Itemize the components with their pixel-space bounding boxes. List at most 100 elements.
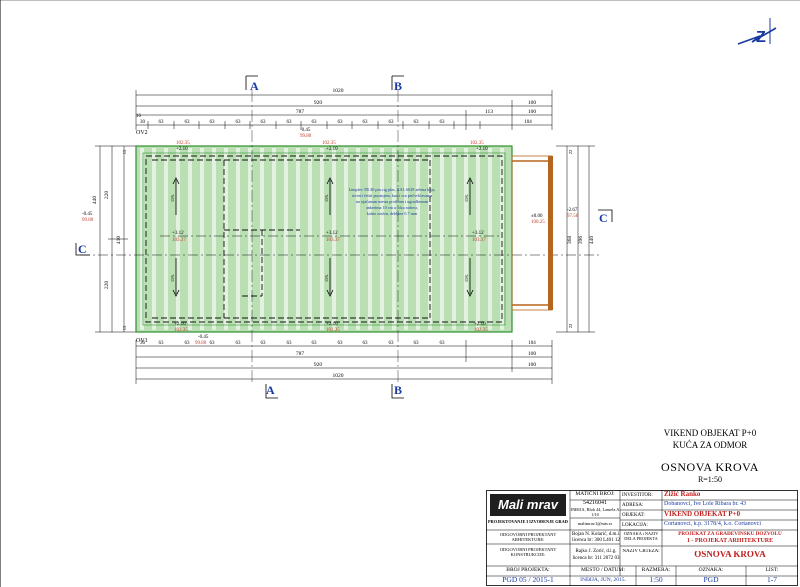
slope-label-1: 15% bbox=[170, 194, 175, 202]
lvl-bot-right-red: 102.35 bbox=[474, 328, 488, 333]
dim-bot-small-13: 104 bbox=[528, 341, 536, 346]
dim-right-c: 368 bbox=[567, 236, 573, 245]
lvl-ov2: -0.45 bbox=[300, 128, 311, 133]
dim-top-small-8: 63 bbox=[338, 120, 344, 125]
slope-label-6: 15% bbox=[464, 274, 469, 282]
section-cut-lines bbox=[251, 90, 399, 384]
dim-bot-small-10: 63 bbox=[389, 341, 395, 346]
canopy-beam bbox=[548, 156, 553, 310]
dim-bot-small-12: 63 bbox=[440, 341, 446, 346]
slope-label-4: 15% bbox=[324, 274, 329, 282]
dimension-top bbox=[135, 90, 553, 130]
dim-bot-total: 1020 bbox=[333, 373, 344, 379]
dim-bot-small-4: 63 bbox=[236, 341, 242, 346]
dim-bot-ext: 100 bbox=[528, 362, 537, 368]
lvl-left-red: 99.80 bbox=[82, 218, 94, 223]
arch-licence: licenca br: 300 L401 12 bbox=[572, 538, 620, 543]
dim-top-ext: 100 bbox=[528, 100, 537, 106]
dim-right-b: 396 bbox=[578, 236, 584, 245]
dimension-top-ticks bbox=[147, 121, 481, 129]
dim-top-small-9: 63 bbox=[363, 120, 369, 125]
project-name: VIKEND OBJEKAT P+0 bbox=[663, 428, 757, 438]
lvl-top-right: +2.10 bbox=[476, 147, 488, 152]
mb-label: MATIČNI BROJ: bbox=[575, 491, 615, 497]
note-line-4: kalno zaslon, debljine 0.7 mm bbox=[367, 211, 418, 217]
lvl-bot-mid-red: 102.35 bbox=[326, 328, 340, 333]
slope-labels: 15% 15% 15% 15% 15% 15% bbox=[170, 194, 469, 282]
lvl-top-left-red: 102.35 bbox=[176, 141, 190, 146]
mesto-label: MESTO / DATUM: bbox=[581, 567, 625, 573]
lokacija-value: Čortanovci, k.p. 3178/4, k.o. Čortanovci bbox=[664, 521, 761, 527]
dim-bot-sub2: 100 bbox=[528, 351, 537, 357]
title-block-grid bbox=[486, 490, 798, 586]
lvl-mid-left: +3.12 bbox=[172, 231, 184, 236]
dim-top-total: 1020 bbox=[333, 88, 344, 94]
dim-top-small-12: 63 bbox=[440, 120, 446, 125]
adresa-value: Dobanovci, Ive Lole Ribara br. 43 bbox=[664, 501, 747, 507]
objekat-label: OBJEKAT: bbox=[622, 513, 645, 518]
dim-top-sub2: 113 bbox=[485, 109, 493, 115]
dim-bot-small-6: 63 bbox=[287, 341, 293, 346]
label-ov2: OV2 bbox=[136, 130, 148, 136]
dim-bot-small-7: 63 bbox=[312, 341, 318, 346]
firm-logo: Mali mrav bbox=[490, 494, 566, 516]
lvl-left: -0.45 bbox=[82, 212, 93, 217]
mb-value: 54216041 bbox=[583, 500, 607, 506]
lvl-mid-right-red: 103.37 bbox=[472, 238, 486, 243]
dimension-left bbox=[95, 145, 136, 333]
dim-bot-small-8: 63 bbox=[338, 341, 344, 346]
section-c-left: C bbox=[78, 242, 87, 256]
dim-left-b: 410 bbox=[116, 236, 122, 245]
note-line-3: ankerima 10 cm u toku radova, bbox=[366, 205, 418, 211]
dim-bot-small-3: 63 bbox=[210, 341, 216, 346]
dim-right-top: 22 bbox=[568, 150, 573, 155]
slope-label-2: 15% bbox=[170, 274, 175, 282]
drawing-title: OSNOVA KROVA bbox=[661, 460, 759, 474]
oznaka2-label: OZNAKA: bbox=[698, 567, 724, 573]
slope-label-3: 15% bbox=[324, 194, 329, 202]
firm-sub: PROJEKTOVANJE I IZVOĐENJE GRAĐEVINSKIH O… bbox=[488, 519, 568, 524]
dim-bot-small-1: 63 bbox=[159, 341, 165, 346]
konst-licence: licenca br: 311 2072 03 bbox=[572, 556, 620, 561]
lvl-top-mid: +2.10 bbox=[326, 147, 338, 152]
dim-bot-sub: 787 bbox=[296, 351, 305, 357]
section-markers bbox=[75, 75, 613, 399]
dim-right-a: 440 bbox=[589, 236, 595, 245]
dim-top-sub: 787 bbox=[296, 109, 305, 115]
oznaka-label: OZNAKA i NAZIV DELA PROJEKTA bbox=[623, 531, 659, 541]
konst-value: Rajko J. Zorić, d.i.g. bbox=[575, 549, 617, 554]
naziv-value: OSNOVA KROVA bbox=[694, 551, 766, 558]
dim-bot-small-9: 63 bbox=[363, 341, 369, 346]
oznaka-value-2: 1 - PROJEKAT ARHITEKTURE bbox=[686, 538, 774, 544]
lvl-ov1: -0.45 bbox=[198, 335, 209, 340]
lvl-top-right-red: 102.35 bbox=[470, 141, 484, 146]
lvl-right2-red: 97.58 bbox=[567, 214, 579, 219]
note-line-0: Limplex TR 40 pin.cig plas, RAL 6029 zel… bbox=[349, 187, 436, 193]
note-line-1: izvesti četiri pucanjem, kao i sva pričv… bbox=[352, 193, 432, 199]
razmera-label: RAZMERA: bbox=[641, 567, 671, 573]
section-a-top: A bbox=[250, 79, 259, 93]
slope-arrows bbox=[172, 177, 474, 297]
broj-value: PGD 05 / 2015-1 bbox=[502, 576, 554, 583]
label-ov1: OV1 bbox=[136, 338, 148, 344]
title-block: Mali mrav PROJEKTOVANJE I IZVOĐENJE GRAĐ… bbox=[486, 490, 798, 586]
lvl-bot-right: +2.10 bbox=[474, 322, 486, 327]
dim-top-sub3: 100 bbox=[528, 109, 537, 115]
dim-top-lead: 16 bbox=[136, 114, 142, 119]
dim-left-bot: 15 bbox=[122, 325, 127, 330]
lvl-bot-mid: +2.10 bbox=[326, 322, 338, 327]
list-label: LIST: bbox=[765, 567, 779, 573]
lvl-bot-left: +2.10 bbox=[174, 322, 186, 327]
oznaka2-value: PGD bbox=[703, 576, 719, 583]
dim-top-small-1: 63 bbox=[159, 120, 165, 125]
level-markers: +2.10 102.35 +2.10 102.35 +2.10 102.35 +… bbox=[82, 128, 579, 346]
dim-left-total: 440 bbox=[92, 196, 98, 205]
arch-label: ODGOVORNI PROJEKTANT ARHITEKTURE: bbox=[499, 532, 557, 542]
note-line-2: na ojačanom mestu profilom i ugradbenom bbox=[356, 199, 429, 204]
dim-top-main: 920 bbox=[314, 100, 323, 106]
lvl-mid-right: +3.12 bbox=[472, 231, 484, 236]
dim-top-small-4: 63 bbox=[236, 120, 242, 125]
lvl-ov1-red: 99.80 bbox=[195, 341, 207, 346]
dim-top-small-5: 63 bbox=[261, 120, 267, 125]
